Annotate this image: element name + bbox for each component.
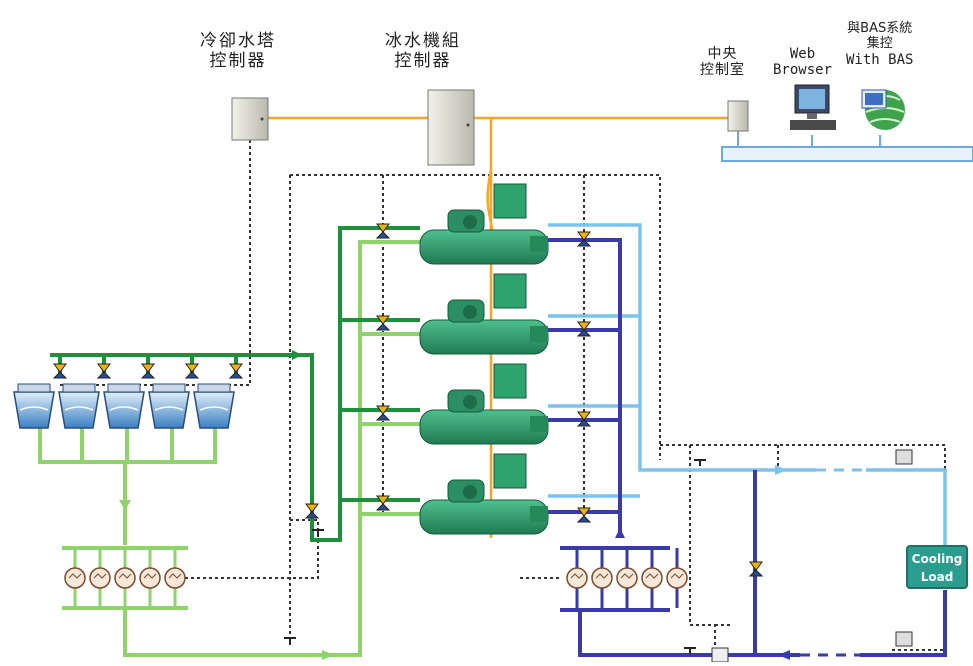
pump-icon[interactable]	[566, 548, 588, 608]
bas-integration-label: 與BAS系統 集控 With BAS	[846, 21, 914, 68]
chiller-controller-icon[interactable]	[427, 89, 475, 166]
pump-icon[interactable]	[164, 548, 186, 608]
cooling-water-return-pipes	[38, 240, 420, 657]
cooling-water-pumps	[64, 548, 186, 608]
valve-icon[interactable]	[375, 315, 391, 331]
chiller-icon[interactable]	[419, 273, 549, 355]
valve-icon[interactable]	[304, 503, 320, 519]
pump-icon[interactable]	[139, 548, 161, 608]
valve-icon[interactable]	[375, 495, 391, 511]
flow-sensor-icon[interactable]	[711, 449, 913, 663]
pump-icon[interactable]	[64, 548, 86, 608]
chillers	[419, 183, 549, 535]
pump-icon[interactable]	[641, 548, 663, 608]
chilled-water-pumps	[566, 548, 688, 608]
sensor-icon[interactable]	[694, 459, 706, 466]
label-line: 控制器	[394, 50, 452, 71]
label-line: Load	[920, 570, 954, 584]
cooling-load-box[interactable]: Cooling Load	[906, 545, 968, 589]
network-bus	[721, 130, 973, 162]
pump-icon[interactable]	[89, 548, 111, 608]
valve-icon[interactable]	[576, 411, 592, 427]
cooling-tower-icon[interactable]	[58, 383, 100, 429]
pump-groups	[64, 548, 688, 608]
valve-icon[interactable]	[375, 223, 391, 239]
cooling-tower-icon[interactable]	[103, 383, 145, 429]
chilled-water-return-pipes	[548, 238, 947, 657]
label-line: 中央	[707, 46, 738, 62]
valve-icon[interactable]	[576, 321, 592, 337]
label-line: 集控	[866, 35, 893, 51]
pump-icon[interactable]	[591, 548, 613, 608]
valve-icon[interactable]	[96, 363, 112, 379]
label-line: With BAS	[846, 51, 914, 68]
arrow-icon	[778, 650, 790, 660]
valve-icon[interactable]	[52, 363, 68, 379]
valve-icon[interactable]	[576, 507, 592, 523]
cooling-tower-controller-label: 冷卻水塔 控制器	[200, 31, 276, 71]
label-line: 冷卻水塔	[200, 31, 276, 51]
valve-icon[interactable]	[140, 363, 156, 379]
web-browser-label: Web Browser	[773, 46, 832, 78]
valve-icon[interactable]	[375, 405, 391, 421]
label-line: 冰水機組	[385, 31, 461, 51]
valve-icon[interactable]	[576, 231, 592, 247]
cooling-tower-icon[interactable]	[148, 383, 190, 429]
chiller-icon[interactable]	[419, 453, 549, 535]
label-line: 控制室	[700, 62, 745, 79]
chiller-icon[interactable]	[419, 183, 549, 265]
chiller-icon[interactable]	[419, 363, 549, 445]
arrow-icon	[119, 500, 131, 510]
cooling-tower-icon[interactable]	[193, 383, 235, 429]
sensor-icon[interactable]	[684, 647, 696, 654]
chilled-water-supply-pipes	[548, 223, 947, 545]
cooling-tower-icon[interactable]	[13, 383, 55, 429]
arrow-icon	[775, 465, 787, 475]
pump-icon[interactable]	[616, 548, 638, 608]
cooling-tower-controller-icon[interactable]	[231, 97, 269, 141]
arrow-icon	[322, 650, 334, 660]
computer-icon[interactable]	[790, 84, 836, 130]
label-line: 控制器	[209, 50, 267, 71]
label-line: 與BAS系統	[847, 21, 913, 36]
pipe-break-dashes	[800, 468, 866, 657]
sensor-icon[interactable]	[312, 529, 324, 536]
globe-icon[interactable]	[861, 89, 905, 130]
pipe-break-markers	[800, 462, 866, 663]
valve-icon[interactable]	[184, 363, 200, 379]
flow-arrows	[119, 350, 790, 660]
valve-icon[interactable]	[748, 561, 764, 577]
central-control-controller-icon[interactable]	[727, 100, 749, 132]
sensor-icon[interactable]	[284, 637, 296, 644]
cooling-towers	[13, 383, 235, 429]
label-line: Web	[789, 46, 816, 62]
central-control-label: 中央 控制室	[700, 46, 745, 78]
label-line: Cooling	[911, 552, 963, 566]
pump-icon[interactable]	[666, 548, 688, 608]
arrow-icon	[615, 528, 625, 538]
valve-icon[interactable]	[228, 363, 244, 379]
pump-icon[interactable]	[114, 548, 136, 608]
arrow-icon	[292, 350, 302, 360]
chiller-controller-label: 冰水機組 控制器	[385, 31, 461, 71]
label-line: Browser	[773, 62, 833, 79]
valves	[52, 223, 764, 654]
